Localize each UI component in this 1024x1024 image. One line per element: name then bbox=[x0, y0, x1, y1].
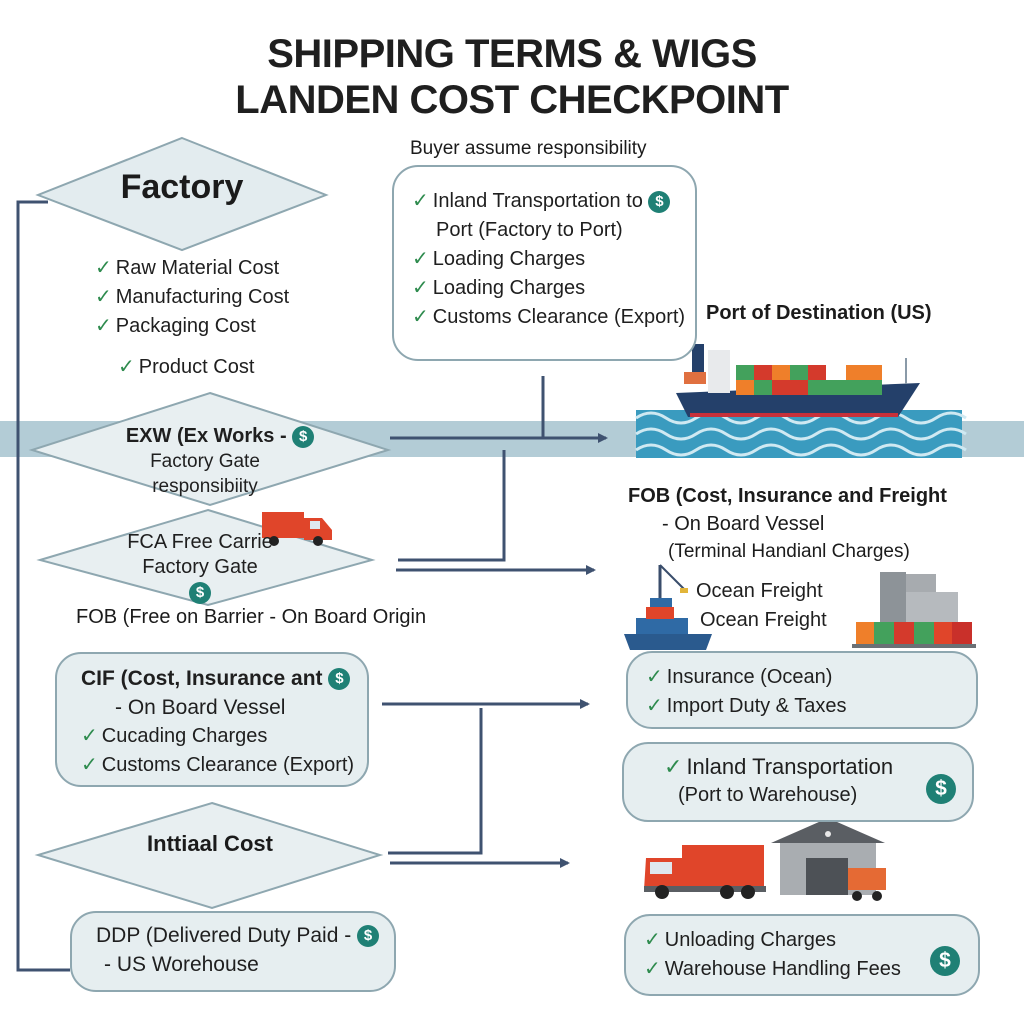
check-icon: ✓ bbox=[412, 306, 429, 328]
cif-item: ✓Customs Clearance (Export) bbox=[81, 754, 355, 776]
factory-cost-item: ✓Packaging Cost bbox=[95, 315, 256, 337]
factory-containers-icon bbox=[852, 572, 976, 648]
product-cost-item: ✓Product Cost bbox=[118, 356, 255, 378]
ocean-waves-icon bbox=[635, 410, 967, 458]
factory-cost-item: ✓Manufacturing Cost bbox=[95, 286, 290, 308]
exw-label: EXW (Ex Works - $ Factory Gate responsib… bbox=[100, 424, 340, 499]
dollar-icon: $ bbox=[926, 774, 956, 804]
exw-diamond bbox=[28, 391, 392, 507]
cif-box: CIF (Cost, Insurance ant $ - On Board Ve… bbox=[55, 652, 369, 787]
ocean-freight-label: Ocean Freight Ocean Freight bbox=[696, 580, 827, 631]
dollar-icon: $ bbox=[930, 946, 960, 976]
dollar-icon: $ bbox=[292, 425, 315, 448]
check-icon: ✓ bbox=[412, 248, 429, 270]
buyer-caption: Buyer assume responsibility bbox=[410, 138, 647, 159]
factory-cost-list: ✓Raw Material Cost ✓Manufacturing Cost ✓… bbox=[95, 254, 289, 341]
warehouse-icon bbox=[771, 818, 886, 901]
warehouse-item: ✓Unloading Charges bbox=[644, 929, 836, 951]
title-line-1: SHIPPING TERMS & WIGS bbox=[267, 32, 757, 76]
fob-vessel-label: FOB (Cost, Insurance and Freight - On Bo… bbox=[628, 485, 947, 562]
insurance-item: ✓Insurance (Ocean) bbox=[646, 666, 833, 688]
check-icon: ✓ bbox=[81, 754, 98, 776]
dollar-icon: $ bbox=[189, 581, 211, 604]
check-icon: ✓ bbox=[646, 695, 663, 717]
factory-label: Factory bbox=[120, 168, 244, 206]
check-icon: ✓ bbox=[95, 286, 112, 308]
crane-ship-icon bbox=[624, 564, 712, 650]
check-icon: ✓ bbox=[644, 929, 661, 951]
cif-item: ✓Cucading Charges bbox=[81, 725, 268, 747]
buyer-responsibility-box: ✓Inland Transportation to $ Port (Factor… bbox=[392, 165, 697, 361]
dollar-icon: $ bbox=[648, 190, 671, 213]
insurance-box: ✓Insurance (Ocean) ✓Import Duty & Taxes bbox=[626, 651, 978, 729]
dollar-icon: $ bbox=[328, 668, 351, 691]
delivery-truck-icon bbox=[644, 845, 766, 899]
check-icon: ✓ bbox=[81, 725, 98, 747]
insurance-item: ✓Import Duty & Taxes bbox=[646, 695, 847, 717]
check-icon: ✓ bbox=[664, 754, 683, 779]
warehouse-item: ✓Warehouse Handling Fees bbox=[644, 958, 901, 980]
buyer-item: ✓Customs Clearance (Export) bbox=[412, 306, 686, 328]
connector-cif-initial bbox=[388, 708, 483, 855]
factory-diamond bbox=[35, 136, 329, 252]
check-icon: ✓ bbox=[95, 257, 112, 279]
check-icon: ✓ bbox=[118, 356, 135, 378]
check-icon: ✓ bbox=[412, 190, 429, 212]
title-line-2: LANDEN COST CHECKPOINT bbox=[235, 78, 789, 122]
buyer-item: ✓Inland Transportation to $ bbox=[412, 187, 695, 216]
check-icon: ✓ bbox=[95, 315, 112, 337]
check-icon: ✓ bbox=[646, 666, 663, 688]
port-destination-label: Port of Destination (US) bbox=[706, 302, 932, 324]
initial-cost-label: Inttiaal Cost bbox=[147, 831, 273, 856]
buyer-item: ✓Loading Charges bbox=[412, 277, 586, 299]
inland-transport-box: ✓Inland Transportation (Port to Warehous… bbox=[622, 742, 974, 822]
check-icon: ✓ bbox=[644, 958, 661, 980]
factory-cost-item: ✓Raw Material Cost bbox=[95, 257, 280, 279]
connector-exw-fca bbox=[398, 450, 506, 562]
container-ship-icon bbox=[676, 344, 920, 417]
left-bracket-line bbox=[16, 200, 70, 972]
buyer-item-continued: Port (Factory to Port) bbox=[436, 219, 623, 241]
ddp-box: DDP (Delivered Duty Paid - $ - US Woreho… bbox=[70, 911, 396, 992]
buyer-item: ✓Loading Charges bbox=[412, 248, 586, 270]
warehouse-box: ✓Unloading Charges ✓Warehouse Handling F… bbox=[624, 914, 980, 996]
fca-label: FCA Free Carrie Factory Gate $ bbox=[100, 530, 300, 605]
dollar-icon: $ bbox=[357, 925, 380, 948]
truck-icon-small bbox=[262, 512, 332, 546]
check-icon: ✓ bbox=[412, 277, 429, 299]
initial-cost-diamond bbox=[34, 801, 384, 910]
fob-origin-label: FOB (Free on Barrier - On Board Origin bbox=[76, 606, 427, 628]
